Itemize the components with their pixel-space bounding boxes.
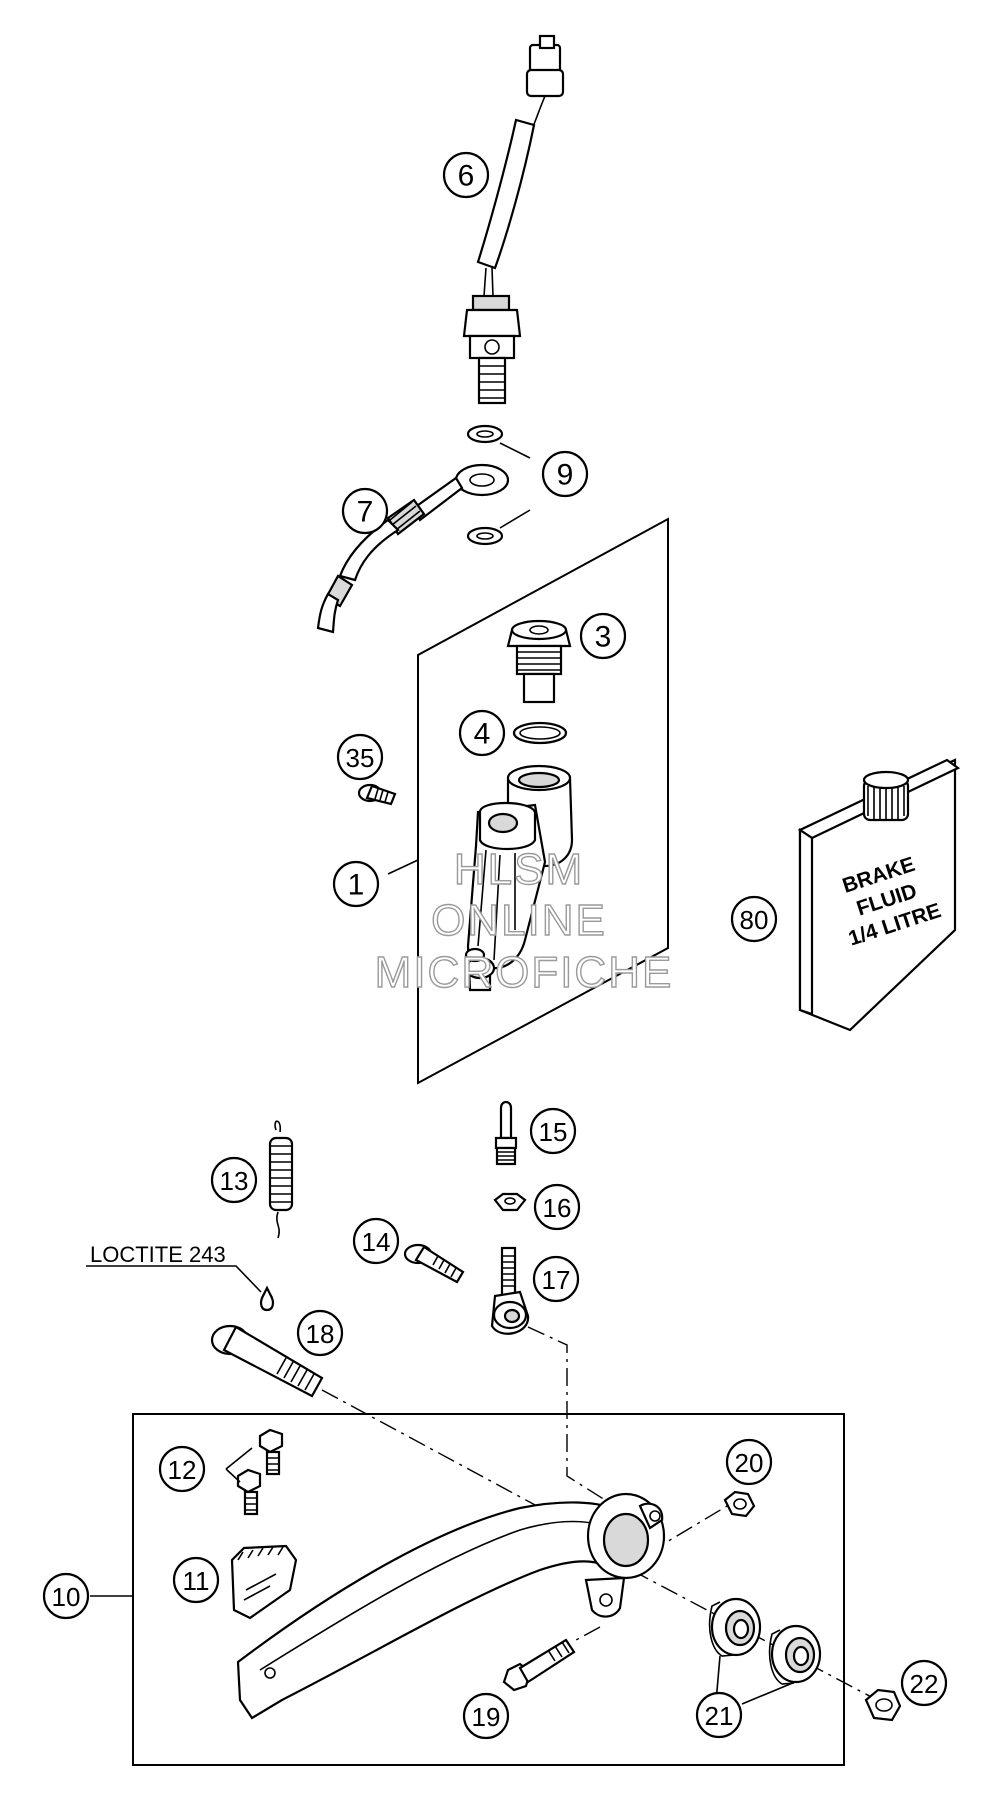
master-cylinder <box>464 764 574 992</box>
callout-4: 4 <box>458 709 506 757</box>
svg-text:1: 1 <box>348 869 365 902</box>
callout-14: 14 <box>352 1217 400 1265</box>
washer-lower <box>466 526 504 546</box>
clevis-rod-end <box>490 1246 530 1335</box>
svg-text:18: 18 <box>306 1319 335 1349</box>
push-rod <box>494 1100 518 1166</box>
pivot-bolt-18 <box>210 1324 324 1398</box>
svg-text:21: 21 <box>705 1701 734 1731</box>
bolt-14 <box>403 1243 465 1284</box>
callout-80: 80 <box>730 895 778 943</box>
svg-text:9: 9 <box>557 459 574 492</box>
watermark-line2: ONLINE <box>431 896 607 945</box>
bearings <box>708 1597 822 1685</box>
bolt-19 <box>502 1638 576 1692</box>
svg-text:80: 80 <box>740 905 769 935</box>
svg-text:6: 6 <box>458 160 475 193</box>
svg-text:4: 4 <box>474 718 491 751</box>
nut-20 <box>723 1490 756 1518</box>
brake-pedal <box>236 1492 666 1720</box>
callout-22: 22 <box>900 1659 948 1707</box>
callout-6: 6 <box>442 151 490 199</box>
callout-16: 16 <box>533 1183 581 1231</box>
brake-pedal-kit-box <box>132 1413 845 1766</box>
callout-20: 20 <box>725 1438 773 1486</box>
brake-hose <box>316 463 510 634</box>
callout-12: 12 <box>158 1445 206 1493</box>
screws-12 <box>236 1428 284 1516</box>
watermark-line3: MICROFICHE <box>375 948 674 997</box>
watermark: HLSM ONLINE MICROFICHE <box>374 844 674 997</box>
callout-10: 10 <box>42 1572 90 1620</box>
washer-upper <box>466 424 504 444</box>
callout-35: 35 <box>336 733 384 781</box>
callout-1: 1 <box>332 860 380 908</box>
callout-21: 21 <box>695 1691 743 1739</box>
svg-text:10: 10 <box>52 1582 81 1612</box>
svg-text:13: 13 <box>220 1166 249 1196</box>
callout-18: 18 <box>296 1309 344 1357</box>
callout-19: 19 <box>462 1692 510 1740</box>
callout-11: 11 <box>172 1556 220 1604</box>
callout-17: 17 <box>532 1255 580 1303</box>
callout-15: 15 <box>529 1107 577 1155</box>
svg-text:16: 16 <box>543 1193 572 1223</box>
nut-22 <box>864 1688 902 1722</box>
watermark-line1: HLSM <box>454 845 584 894</box>
callout-7: 7 <box>341 487 389 535</box>
callout-3: 3 <box>579 612 627 660</box>
reservoir-screw-cap <box>506 619 572 704</box>
callout-13: 13 <box>210 1156 258 1204</box>
svg-text:17: 17 <box>542 1265 571 1295</box>
loctite-drop-icon <box>259 1285 275 1312</box>
svg-text:20: 20 <box>735 1448 764 1478</box>
brake-fluid-can: BRAKE FLUID 1/4 LITRE <box>797 758 961 1032</box>
svg-text:3: 3 <box>595 621 612 654</box>
svg-text:7: 7 <box>357 496 374 529</box>
o-ring <box>512 721 568 745</box>
svg-text:22: 22 <box>910 1669 939 1699</box>
svg-text:11: 11 <box>183 1566 210 1596</box>
svg-text:19: 19 <box>472 1702 501 1732</box>
screw-35 <box>357 783 397 806</box>
loctite-label: LOCTITE 243 <box>90 1242 226 1267</box>
nut-16 <box>493 1192 527 1212</box>
return-spring <box>268 1120 294 1239</box>
svg-text:35: 35 <box>346 743 375 773</box>
pedal-step-plate <box>230 1544 298 1620</box>
brake-light-switch <box>462 34 565 405</box>
callout-9: 9 <box>541 450 589 498</box>
svg-text:15: 15 <box>539 1117 568 1147</box>
svg-text:12: 12 <box>168 1455 197 1485</box>
svg-text:14: 14 <box>362 1227 391 1257</box>
